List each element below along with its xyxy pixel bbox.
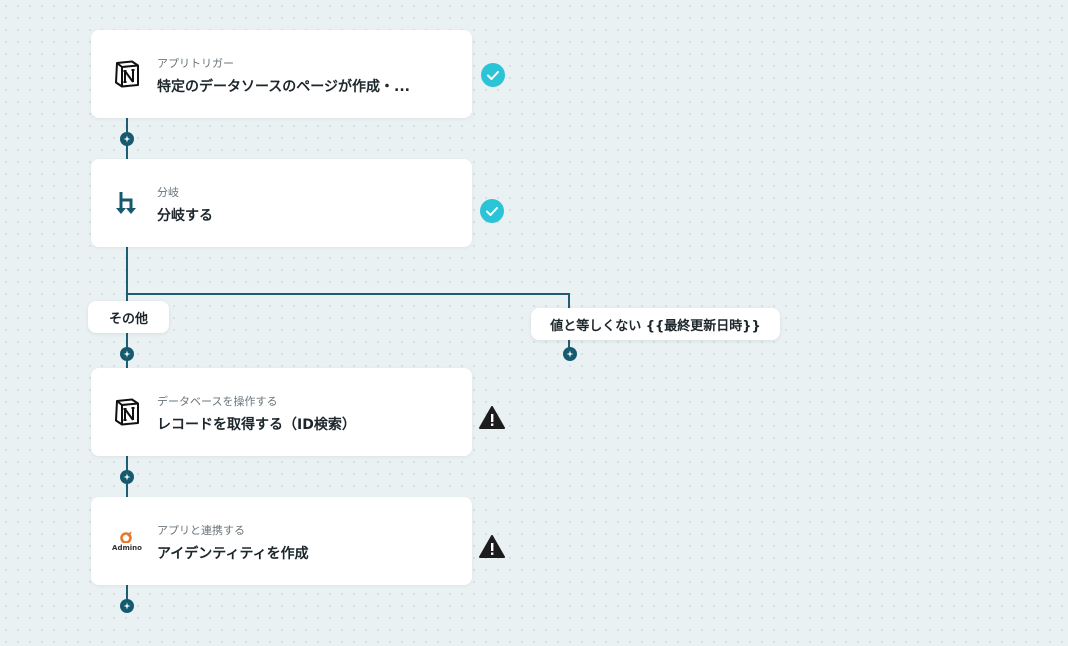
step-title: 分岐する [157,208,213,224]
step-type-label: データベースを操作する [157,395,278,408]
check-circle-icon [480,62,506,88]
add-step-button[interactable] [120,599,134,613]
plus-icon [123,473,131,481]
branch-icon [113,188,141,218]
flow-step-card[interactable]: Admino アプリと連携する アイデンティティを作成 [91,497,472,585]
flow-step-card[interactable]: アプリトリガー 特定のデータソースのページが作成・... [91,30,472,118]
plus-icon [123,602,131,610]
add-step-button[interactable] [120,470,134,484]
step-title: アイデンティティを作成 [157,546,309,562]
branch-label-condition[interactable]: 値と等しくない {{最終更新日時}} [531,308,780,340]
plus-icon [123,350,131,358]
connector-line [126,247,128,295]
notion-icon [113,397,141,427]
admino-logo-text: Admino [112,543,142,552]
step-type-label: 分岐 [157,186,179,199]
add-step-button[interactable] [563,347,577,361]
plus-icon [566,350,574,358]
step-title: 特定のデータソースのページが作成・... [157,79,410,95]
notion-icon [113,59,141,89]
branch-label-other[interactable]: その他 [88,301,169,333]
warning-icon [479,534,505,560]
step-type-label: アプリトリガー [157,57,234,70]
connector-line [126,585,128,607]
branch-line [126,293,570,295]
admino-icon: Admino [112,526,142,556]
add-step-button[interactable] [120,132,134,146]
warning-icon [479,405,505,431]
add-step-button[interactable] [120,347,134,361]
flow-step-card[interactable]: 分岐 分岐する [91,159,472,247]
plus-icon [123,135,131,143]
flow-step-card[interactable]: データベースを操作する レコードを取得する（ID検索） [91,368,472,456]
step-title: レコードを取得する（ID検索） [157,417,356,433]
step-type-label: アプリと連携する [157,524,245,537]
check-circle-icon [479,198,505,224]
